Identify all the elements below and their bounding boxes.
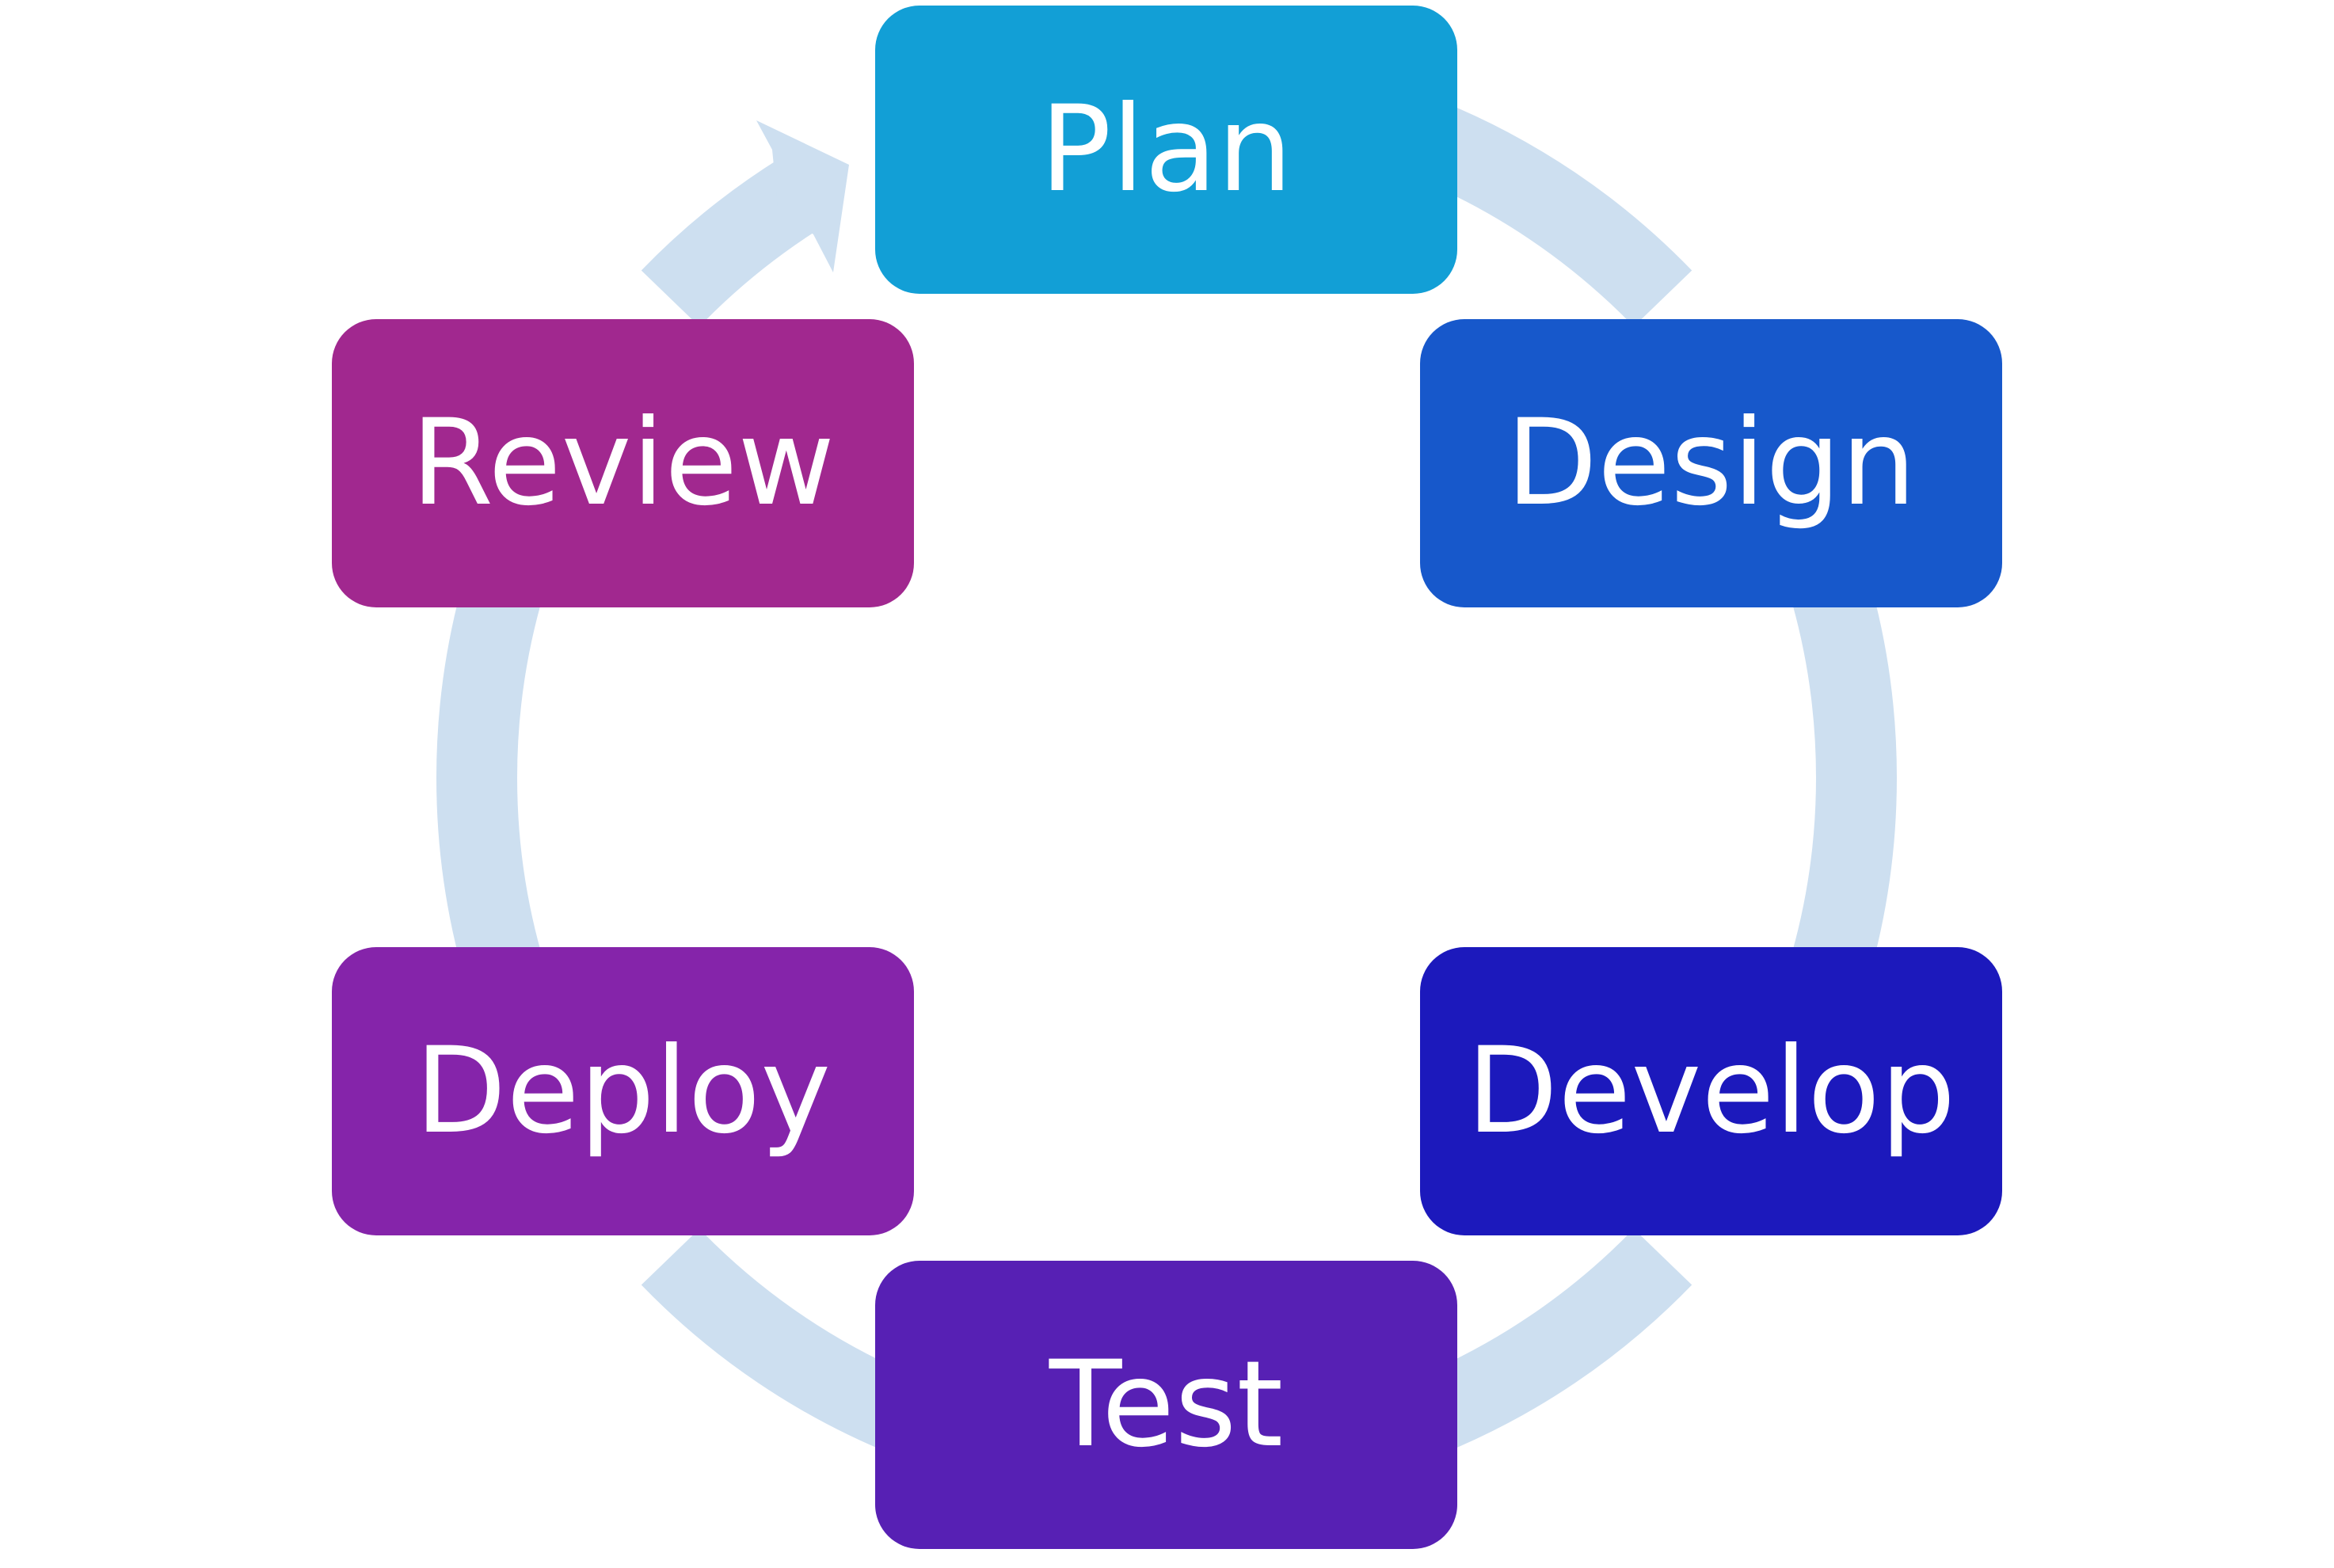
step-test-label: Test [1049,1336,1284,1474]
step-plan-label: Plan [1039,81,1293,219]
step-deploy: Deploy [332,947,914,1235]
step-design-label: Design [1506,394,1917,532]
ring-segment-develop-test [1409,1228,1692,1455]
cycle-arrowhead [756,120,849,272]
step-develop: Develop [1420,947,2002,1235]
ring-segment-deploy-review [436,527,557,1028]
step-design: Design [1420,319,2002,607]
ring-segment-plan-design [1409,101,1692,327]
ring-segment-design-develop [1776,527,1897,1028]
step-review: Review [332,319,914,607]
step-test: Test [875,1261,1457,1549]
step-plan: Plan [875,6,1457,294]
step-review-label: Review [410,394,836,532]
step-deploy-label: Deploy [414,1022,832,1160]
step-develop-label: Develop [1466,1022,1956,1160]
ring-segment-test-deploy [641,1228,924,1455]
